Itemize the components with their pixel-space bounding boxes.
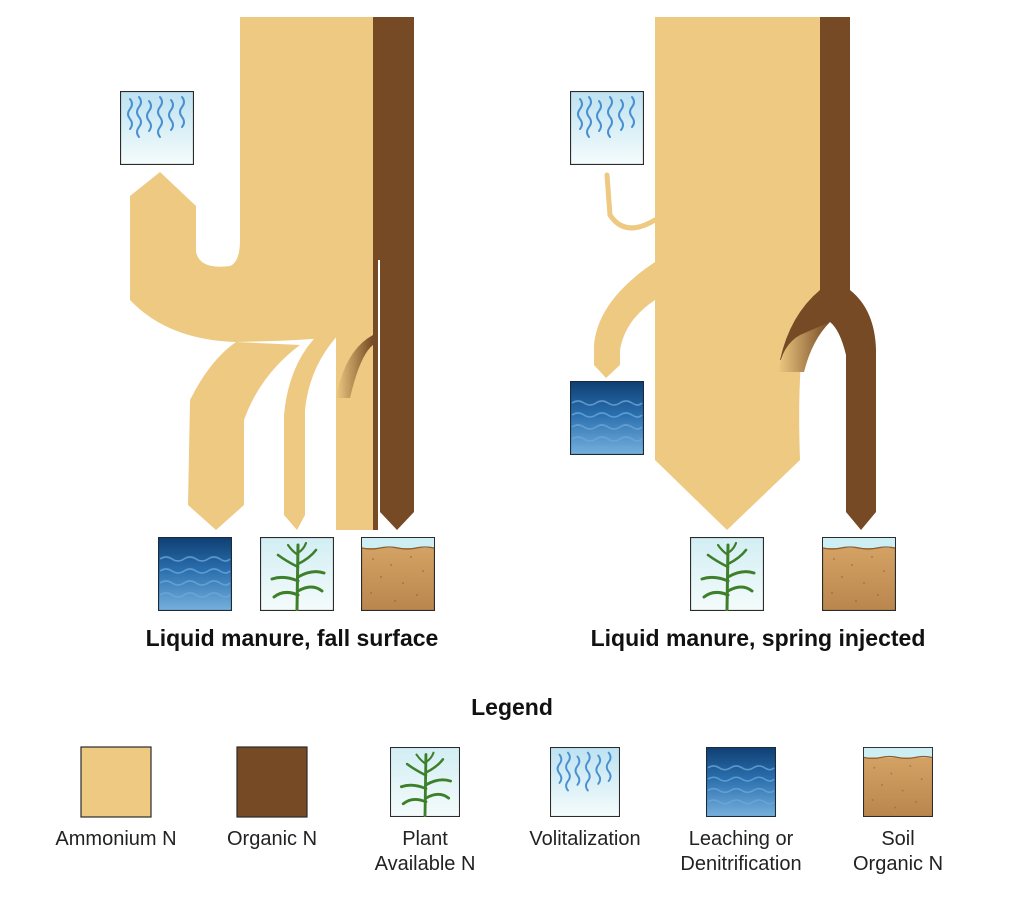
plant-icon	[260, 537, 334, 611]
ammonium-flow-main-right	[655, 17, 820, 530]
leaching-icon	[158, 537, 232, 611]
legend-leaching-icon	[706, 747, 776, 817]
ammonium-flow-leaching	[188, 342, 300, 530]
legend-label-leaching-2: Denitrification	[680, 853, 801, 875]
legend-soil-organic-icon	[863, 747, 933, 817]
legend-label-plant-1: Plant	[402, 828, 448, 850]
legend-label-plant-2: Available N	[375, 853, 476, 875]
ammonium-swatch	[80, 746, 152, 818]
soil-organic-icon	[361, 537, 435, 611]
legend-volatilization-icon	[550, 747, 620, 817]
leaching-icon-right	[570, 381, 644, 455]
volatilization-icon	[120, 91, 194, 165]
organic-flow	[373, 17, 414, 530]
legend: Legend Ammonium N Organic N Plant Availa…	[55, 694, 943, 875]
volatilization-icon-right	[570, 91, 644, 165]
organic-column-edge	[373, 17, 378, 530]
organic-flow-right	[780, 17, 876, 530]
legend-label-organic: Organic N	[227, 828, 317, 850]
panel-fall-surface: Liquid manure, fall surface	[120, 17, 439, 651]
legend-label-ammonium: Ammonium N	[55, 828, 176, 850]
organic-blend-right	[778, 322, 830, 372]
organic-to-plant-blend	[336, 335, 373, 398]
legend-title: Legend	[471, 694, 553, 720]
legend-plant-icon	[390, 747, 460, 817]
ammonium-flow-main	[130, 17, 373, 530]
ammonium-flow-leaching-right	[594, 262, 655, 378]
panel-title-fall: Liquid manure, fall surface	[146, 625, 439, 651]
panel-spring-injected: Liquid manure, spring injected	[570, 17, 926, 651]
legend-label-leaching-1: Leaching or	[689, 828, 794, 850]
legend-label-volatilization: Volitalization	[529, 828, 640, 850]
panel-title-spring: Liquid manure, spring injected	[591, 625, 926, 651]
ammonium-flow-volatilization-right	[604, 172, 658, 231]
plant-icon-right	[690, 537, 764, 611]
ammonium-flow-plant	[284, 320, 348, 530]
soil-organic-icon-right	[822, 537, 896, 611]
legend-label-soil-1: Soil	[881, 828, 914, 850]
organic-swatch	[236, 746, 308, 818]
legend-label-soil-2: Organic N	[853, 853, 943, 875]
